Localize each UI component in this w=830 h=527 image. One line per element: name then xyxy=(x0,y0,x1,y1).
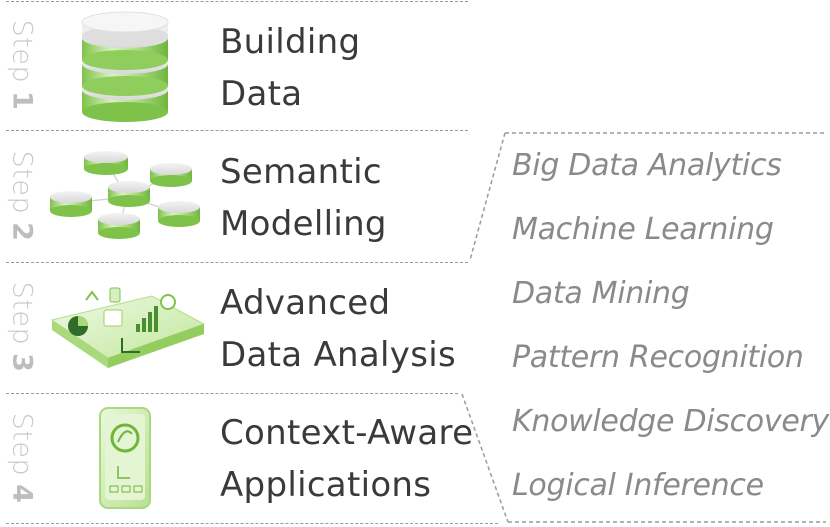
divider-step-3 xyxy=(6,393,458,394)
step-title-line: Advanced xyxy=(220,283,391,323)
technique-item: Big Data Analytics xyxy=(512,148,782,183)
step-1-title: Building Data xyxy=(220,16,360,120)
step-2-title: Semantic Modelling xyxy=(220,146,387,250)
step-word: Step xyxy=(6,281,38,346)
step-number: 3 xyxy=(6,353,38,373)
step-word: Step xyxy=(6,19,38,84)
step-number: 1 xyxy=(6,91,38,111)
step-number: 4 xyxy=(6,484,38,504)
step-title-line: Applications xyxy=(220,465,432,505)
step-word: Step xyxy=(6,150,38,215)
datastore-node xyxy=(50,191,92,217)
divider-step-2 xyxy=(6,262,468,263)
technique-item: Knowledge Discovery xyxy=(512,404,829,439)
step-4-title: Context-Aware Applications xyxy=(220,407,473,511)
step-3-title: Advanced Data Analysis xyxy=(220,277,456,381)
datastore-node xyxy=(150,163,192,187)
technique-item: Data Mining xyxy=(512,276,690,311)
divider-step-1 xyxy=(6,130,468,131)
technique-item: Machine Learning xyxy=(512,212,774,247)
step-4-label: Step 4 xyxy=(0,398,44,518)
step-title-line: Context-Aware xyxy=(220,413,474,453)
step-title-line: Modelling xyxy=(220,204,387,244)
divider-bottom xyxy=(6,523,498,524)
step-title-line: Data xyxy=(220,74,303,114)
step-2-label: Step 2 xyxy=(0,136,44,256)
datastore-node xyxy=(84,151,128,175)
step-1-label: Step 1 xyxy=(0,5,44,125)
step-title-line: Data Analysis xyxy=(220,335,456,375)
step-number: 2 xyxy=(6,222,38,242)
step-title-line: Semantic xyxy=(220,152,382,192)
divider-top xyxy=(6,1,468,2)
step-word: Step xyxy=(6,412,38,477)
linked-datastores-icon xyxy=(50,151,200,239)
step-title-line: Building xyxy=(220,22,361,62)
technique-item: Logical Inference xyxy=(512,468,764,503)
technique-item: Pattern Recognition xyxy=(512,340,804,375)
database-stack-icon xyxy=(81,11,169,122)
step-3-label: Step 3 xyxy=(0,267,44,387)
analytics-platform-icon xyxy=(50,287,206,368)
datastore-node xyxy=(108,181,150,207)
datastore-node xyxy=(98,213,140,239)
smartphone-app-icon xyxy=(99,407,151,509)
datastore-node xyxy=(158,201,200,227)
